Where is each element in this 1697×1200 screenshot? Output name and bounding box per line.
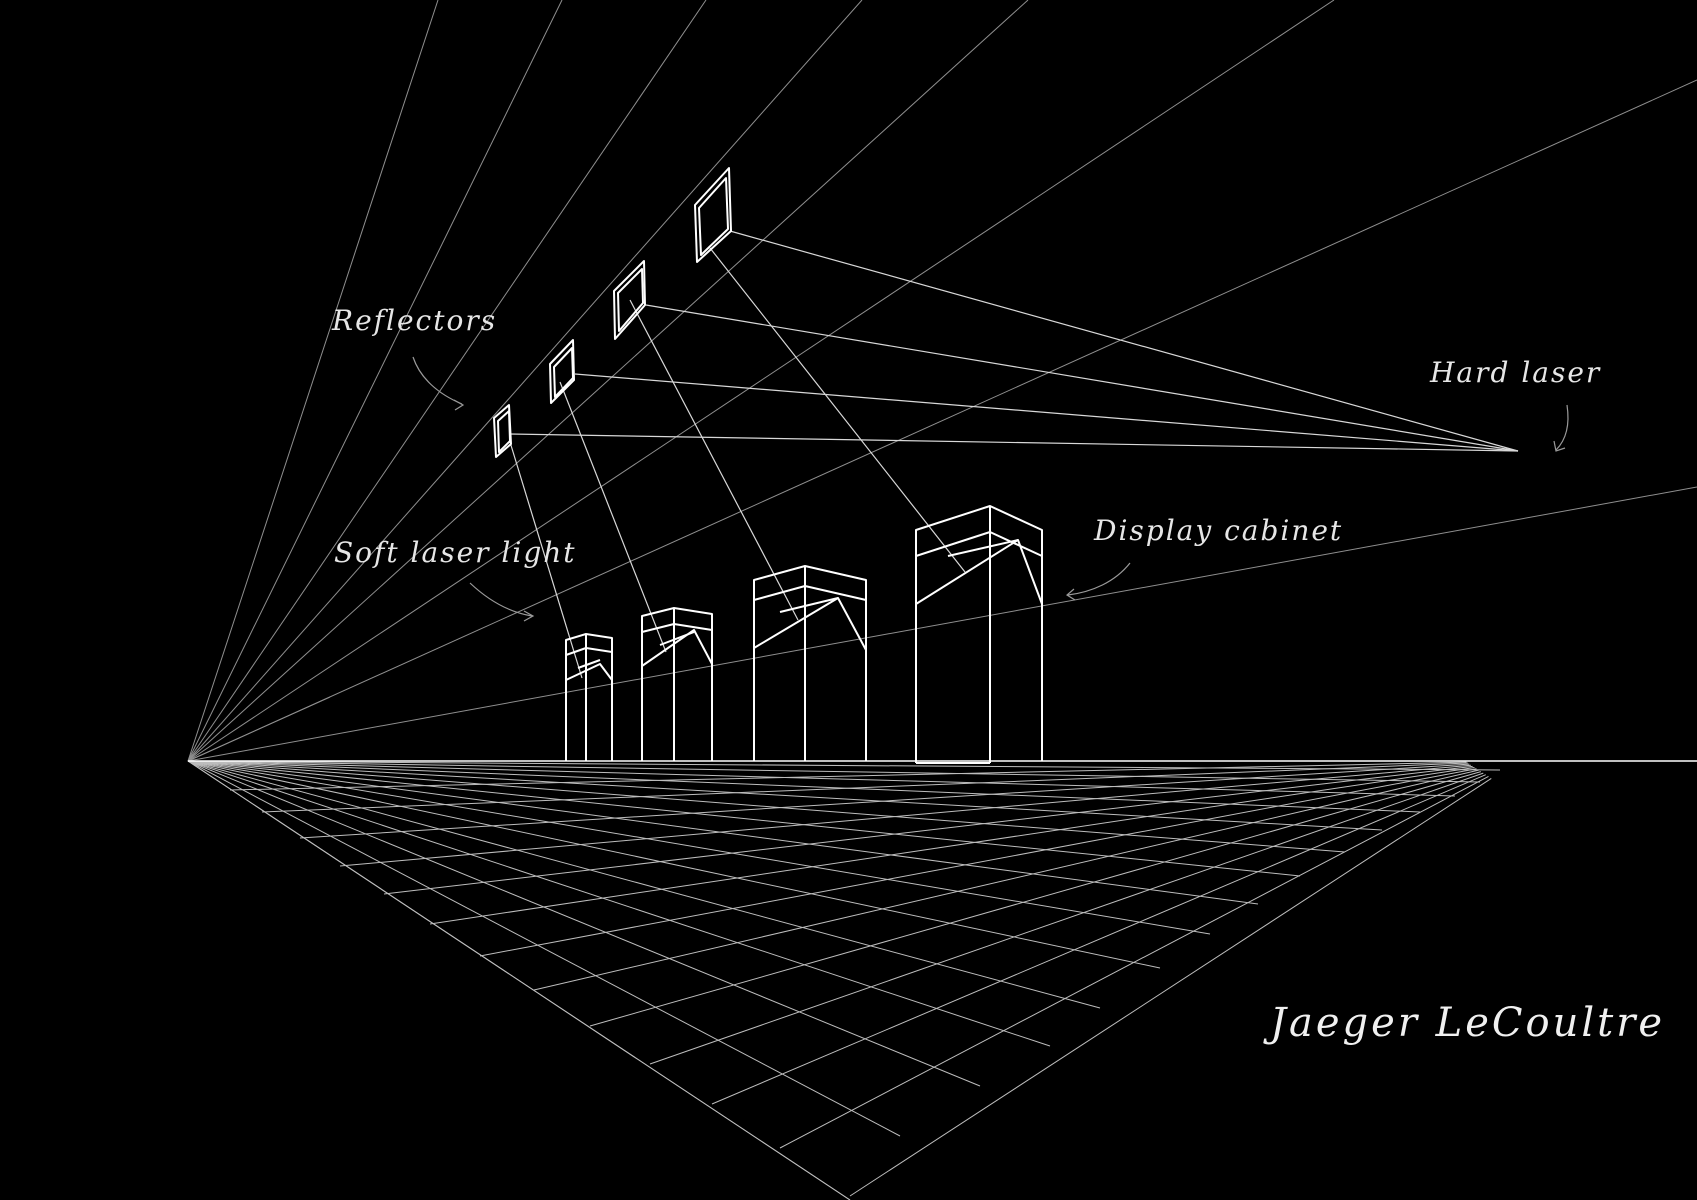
perspective-ray [187,0,1029,762]
display-cabinet-2 [641,607,713,761]
reflectors [493,167,732,458]
reflector-1 [493,404,512,458]
floor-grid-line [229,761,1467,791]
floor-grid-line [187,760,1161,969]
floor-grid-line [187,760,1383,831]
hard-laser-arrow [1555,404,1569,451]
soft-beam-2 [559,381,667,653]
floor-grid-line [187,760,1259,905]
perspective-rays [187,0,1697,762]
perspective-ray [187,696,331,762]
beam-to-reflector-4 [729,230,1519,452]
display-cabinet-label: Display cabinet [1093,514,1343,547]
floor-grid-line [849,777,1492,1197]
floor-grid-line [187,760,1051,1047]
perspective-ray [187,79,1697,762]
reflectors-label: Reflectors [331,304,497,337]
display-cabinet-arrow [1067,562,1131,596]
floor-grid-line [187,760,1501,771]
perspective-ray [187,0,563,762]
display-cabinet-4 [915,505,1043,764]
soft-beam-3 [629,299,799,621]
floor-boundary-line [187,760,851,1200]
perspective-ray [187,0,707,762]
floor-grid-line [187,760,1456,797]
floor-grid-line [261,762,1468,813]
hard-laser-label: Hard laser [1429,356,1601,389]
perspective-ray [187,0,1335,762]
beam-to-reflector-1 [509,433,1519,452]
reflector-4 [694,167,732,263]
reflector-2 [549,339,575,404]
perspective-ray [187,0,863,762]
floor-grid-line [187,760,1346,853]
display-cabinet-1 [565,633,613,761]
display-cabinet-3 [753,565,867,761]
floor-grid-line [533,769,1479,991]
floor-grid-line [383,765,1473,895]
beam-to-reflector-3 [645,304,1519,452]
floor-grid-line [187,760,981,1087]
floor-grid-line [187,760,1101,1009]
soft-beam-4 [709,247,966,573]
display-cabinets [565,505,1043,764]
hard-laser-beams [509,230,1519,452]
floor-grid-line [479,768,1477,957]
floor-grid-line [649,772,1484,1065]
perspective-ray [187,0,439,762]
reflector-3 [613,260,646,340]
floor-grid-line [187,760,901,1137]
floor-grid-line [589,771,1482,1027]
floor-grid-line [711,774,1486,1105]
soft-laser-light-label: Soft laser light [334,536,577,569]
floor-grid-line [429,767,1475,925]
floor-grid-line [187,760,1421,813]
floor-grid-line [187,760,1301,877]
floor-grid-line [187,760,1211,935]
label-arrows [412,356,1569,622]
floor-grid [187,760,1501,1200]
beam-to-reflector-2 [574,373,1519,452]
floor-grid-line [339,764,1471,867]
perspective-ray [187,486,1697,762]
floor-grid-line [187,760,1481,783]
brand-signature: Jaeger LeCoultre [1263,1000,1665,1046]
soft-laser-arrow [469,582,533,617]
